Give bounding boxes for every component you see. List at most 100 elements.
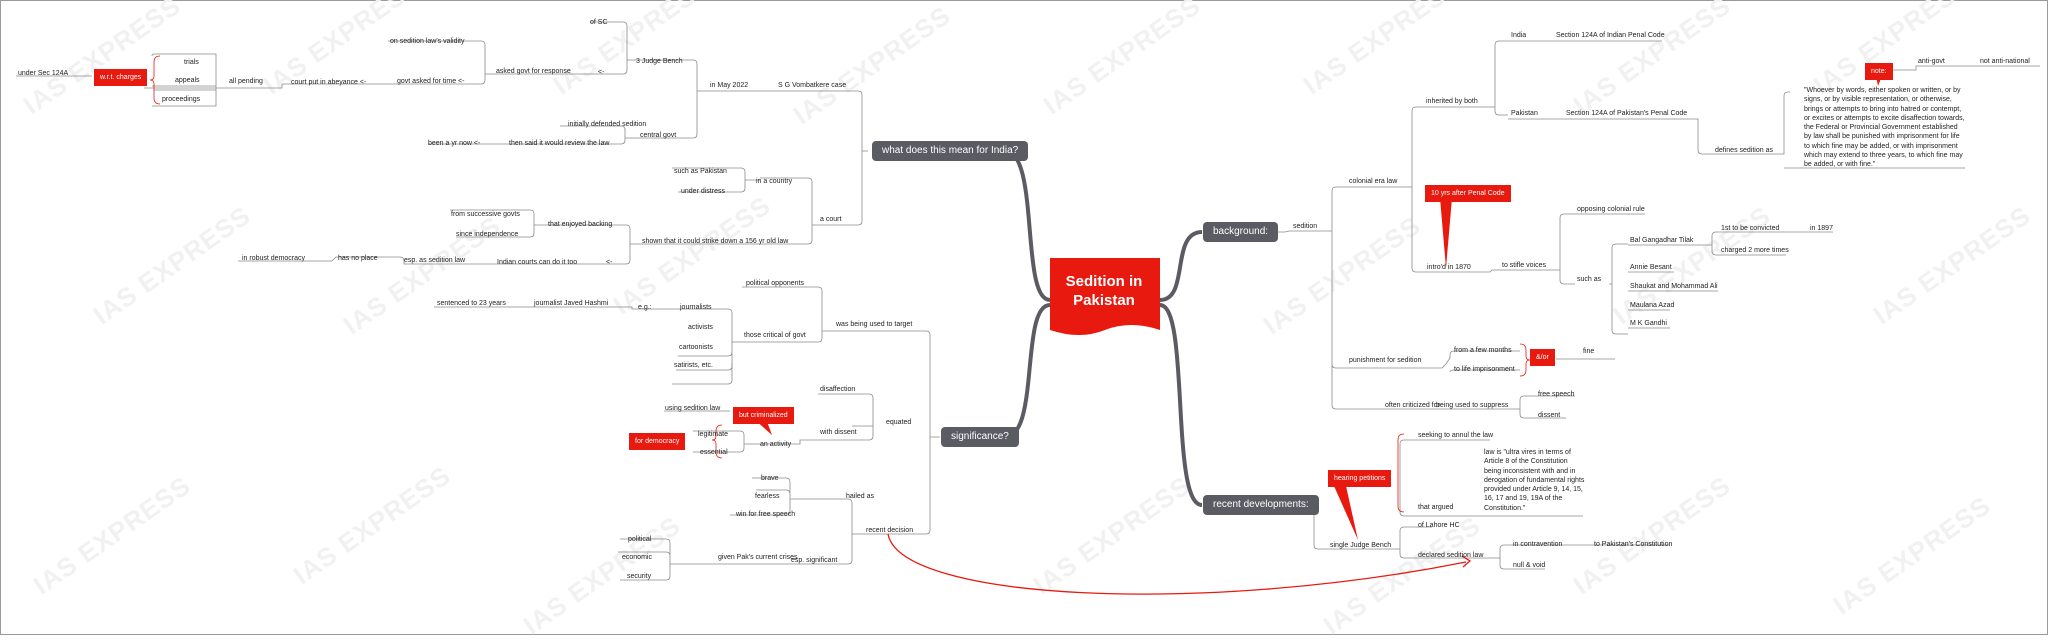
node-few-months: from a few months	[1454, 347, 1512, 354]
node-such-as: such as	[1577, 276, 1602, 283]
node-declared-sedition-law: declared sedition law	[1418, 552, 1484, 559]
link-vombatkere-children	[630, 59, 705, 139]
node-azad: Maulana Azad	[1630, 302, 1675, 309]
topic-india[interactable]: what does this mean for India?	[872, 141, 1029, 161]
node-from-successive-govts: from successive govts	[451, 211, 520, 218]
link-india-vombatkere	[705, 90, 863, 151]
node-life-imprisonment: to life imprisonment	[1454, 366, 1515, 373]
node-single-judge-bench: single Judge Bench	[1330, 542, 1392, 549]
node-argument: law is "ultra vires in terms of Article …	[1484, 449, 1585, 512]
node-sedition-validity: on sedition law's validity	[390, 38, 465, 45]
tag-note: note:	[1865, 63, 1893, 80]
node-enjoyed-backing: that enjoyed backing	[548, 221, 613, 228]
node-pakistan: Pakistan	[1511, 110, 1538, 117]
node-shown-strike-down: shown that it could strike down a 156 yr…	[642, 238, 789, 245]
relationship-arrow	[887, 533, 1467, 595]
tag-hearing-petitions: hearing petitions	[1328, 470, 1392, 487]
link-abeyance	[216, 83, 395, 89]
link-stifle-children	[1559, 213, 1575, 285]
node-sentenced-23: sentenced to 23 years	[437, 300, 506, 307]
link-inherited	[1424, 40, 1508, 116]
node-free-speech: free speech	[1538, 391, 1575, 398]
tag-and-or: &/or	[1530, 349, 1555, 366]
link-country	[672, 167, 760, 193]
node-essential: essential	[700, 449, 728, 456]
node-arrow-left: <-	[606, 259, 613, 266]
node-journalists: journalists	[680, 304, 712, 311]
link-journalists	[434, 306, 676, 310]
topic-significance[interactable]: significance?	[941, 427, 1019, 447]
callout-pointer-10yrs	[1440, 198, 1452, 268]
node-under-sec-124a: under Sec 124A	[18, 70, 69, 77]
node-dissent: dissent	[1538, 412, 1561, 419]
link-target	[736, 286, 825, 343]
link-bench-children	[1399, 526, 1492, 559]
node-3-judge-bench: 3 Judge Bench	[636, 58, 683, 65]
node-hailed-as: hailed as	[846, 493, 875, 500]
node-that-argued: that argued	[1418, 504, 1454, 511]
brace-red-punish	[1519, 343, 1531, 377]
node-since-independence: since independence	[456, 231, 519, 238]
node-political-opponents: political opponents	[746, 280, 804, 287]
tag-for-democracy: for democracy	[629, 433, 686, 450]
link-suchas-children	[1609, 243, 1628, 335]
link-hailed	[730, 477, 795, 516]
node-legitimate: legitimate	[698, 431, 728, 438]
brace-pending	[151, 53, 217, 107]
link-crises	[618, 538, 780, 581]
node-has-no-place: has no place	[338, 255, 378, 262]
link-intro-stifle	[1424, 269, 1560, 273]
tag-10yrs-after-penal-code: 10 yrs after Penal Code	[1425, 185, 1511, 202]
node-under-distress: under distress	[681, 188, 725, 195]
link-recent-decision	[780, 498, 853, 565]
link-punishment	[1350, 350, 1520, 373]
node-central-govt: central govt	[640, 132, 677, 139]
link-india-court	[815, 150, 868, 226]
link-root-background	[1159, 230, 1203, 302]
link-shown	[490, 224, 631, 265]
topic-recent-developments[interactable]: recent developments:	[1203, 495, 1319, 515]
node-in-a-country: in a country	[756, 178, 793, 185]
node-inherited-by-both: inherited by both	[1426, 98, 1478, 105]
node-given-crises: given Pak's current crises	[718, 554, 798, 561]
link-bench3	[590, 21, 632, 75]
node-sedition: sedition	[1293, 223, 1318, 230]
node-such-as-pakistan: such as Pakistan	[674, 168, 727, 175]
node-satirists: satirists, etc.	[674, 362, 713, 369]
topic-background[interactable]: background:	[1203, 222, 1279, 242]
node-charged-more: charged 2 more times	[1721, 247, 1789, 254]
brace-red-pending	[149, 55, 161, 105]
node-used-to-target: was being used to target	[836, 321, 913, 328]
node-all-pending: all pending	[229, 78, 263, 85]
node-trials: trials	[184, 59, 199, 66]
node-initially-defended: initially defended sedition	[568, 121, 647, 128]
node-india-ipc: Section 124A of Indian Penal Code	[1556, 32, 1665, 39]
node-recent-decision: recent decision	[866, 527, 914, 534]
brace-red-hearing	[1397, 433, 1405, 513]
link-root-india	[1004, 149, 1051, 302]
node-often-criticized: often criticized for	[1385, 402, 1440, 409]
link-sig-children	[825, 330, 940, 535]
node-first-convicted: 1st to be convicted	[1721, 225, 1780, 232]
node-shaukat: Shaukat and Mohammad Ali	[1630, 283, 1718, 290]
link-activity	[693, 430, 808, 453]
link-hearing-bracket	[1399, 439, 1583, 517]
link-backing	[450, 209, 538, 238]
node-indian-courts: Indian courts can do it too	[497, 259, 578, 266]
link-satirists	[672, 363, 733, 385]
node-brave: brave	[761, 475, 779, 482]
node-security: security	[627, 573, 652, 580]
link-central	[502, 125, 630, 145]
link-courts-too	[238, 256, 490, 265]
brace-red-democracy	[711, 424, 723, 459]
tag-wrt-charges: w.r.t. charges	[94, 69, 148, 86]
node-activists: activists	[688, 324, 713, 331]
node-equated: equated	[886, 419, 912, 426]
root-node-shape	[1050, 258, 1160, 335]
link-besant-etc	[1628, 271, 1718, 329]
relationship-arrow-head	[1461, 555, 1472, 568]
link-declared	[1492, 544, 1670, 570]
tag-but-criminalized: but criminalized	[733, 407, 794, 424]
link-colonial-children	[1350, 106, 1424, 273]
node-null-void: null & void	[1513, 562, 1546, 569]
